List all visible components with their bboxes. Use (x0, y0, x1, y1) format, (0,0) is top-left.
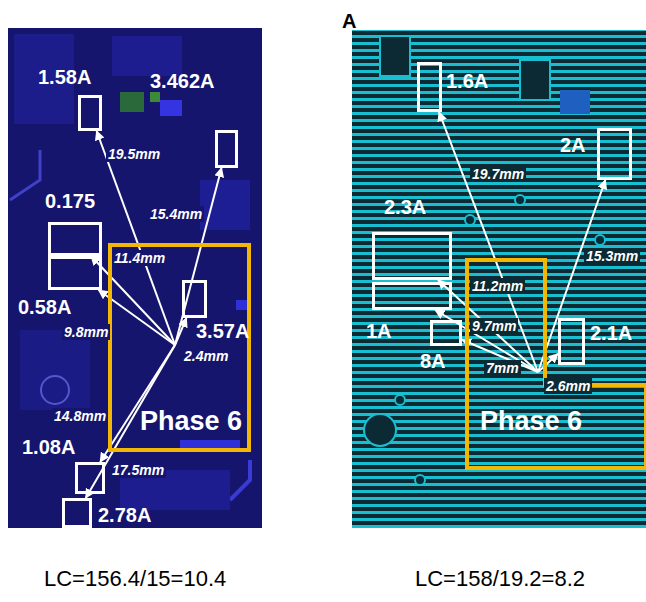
via (515, 195, 525, 205)
left-board (8, 28, 262, 528)
distance-arrow (175, 168, 222, 345)
via (415, 475, 425, 485)
mounting-hole (364, 414, 396, 446)
component-box: 2.1A (558, 318, 585, 365)
copper-pour (160, 100, 182, 116)
distance-label: 17.5mm (110, 462, 166, 478)
loop-metric: LC=156.4/15=10.4 (44, 566, 226, 592)
via (41, 376, 69, 404)
distance-label: 11.2mm (470, 278, 525, 294)
via (595, 235, 605, 245)
component-pad (150, 92, 160, 102)
component-box: 1.58A (78, 95, 102, 131)
via (465, 215, 475, 225)
current-label: 1.08A (22, 436, 75, 459)
distance-label: 9.8mm (62, 324, 110, 340)
current-label: 0.58A (18, 296, 71, 319)
component-box: 1.08A (75, 462, 105, 494)
current-label: 1.58A (38, 66, 91, 89)
component-outline (520, 60, 550, 100)
phase-label: Phase 6 (480, 406, 582, 437)
distance-label: 2.6mm (544, 378, 592, 394)
right-board (352, 30, 646, 528)
component-box: 0.175 (48, 222, 102, 256)
current-label: 2A (560, 134, 586, 157)
current-label: 2.1A (590, 322, 632, 345)
ground-stripes (352, 30, 646, 528)
component-box: 2A (597, 128, 632, 180)
copper-area (20, 330, 90, 410)
loop-metric: LC=158/19.2=8.2 (415, 566, 585, 592)
distance-label: 19.5mm (106, 146, 162, 162)
phase-label: Phase 6 (140, 406, 242, 437)
distance-label: 19.7mm (470, 166, 526, 182)
trace (230, 460, 250, 500)
distance-label: 11.4mm (112, 250, 167, 266)
distance-label: 2.4mm (182, 348, 230, 364)
current-label: 8A (420, 350, 446, 373)
trace (10, 150, 40, 200)
current-label: 3.462A (150, 70, 215, 93)
distance-label: 15.4mm (148, 206, 204, 222)
component-box: 0.58A (48, 256, 102, 290)
component-box: 1A (372, 282, 452, 310)
distance-arrow (439, 112, 538, 372)
component-box: 2.3A (372, 232, 452, 280)
current-label: 1.6A (446, 70, 488, 93)
panel-letter: A (342, 10, 356, 33)
component-box: 3.462A (215, 130, 238, 168)
current-label: 2.3A (384, 196, 426, 219)
current-label: 1A (366, 320, 392, 343)
distance-arrow (175, 318, 186, 345)
copper-pour (180, 440, 240, 448)
copper-pour (560, 90, 590, 114)
distance-label: 9.7mm (470, 318, 518, 334)
current-label: 0.175 (45, 190, 95, 213)
component-box: 2.78A (62, 498, 92, 528)
current-label: 3.57A (196, 320, 249, 343)
distance-label: 7mm (484, 360, 521, 376)
distance-label: 14.8mm (52, 408, 108, 424)
component-box: 8A (430, 320, 462, 346)
component-outline (380, 36, 410, 76)
component-pad (120, 92, 144, 112)
via (395, 395, 405, 405)
current-label: 2.78A (98, 504, 151, 527)
distance-label: 15.3mm (584, 248, 640, 264)
distance-arrow (538, 354, 558, 372)
phase-outline (467, 260, 646, 468)
component-box: 3.57A (182, 280, 207, 318)
component-box: 1.6A (417, 62, 442, 112)
